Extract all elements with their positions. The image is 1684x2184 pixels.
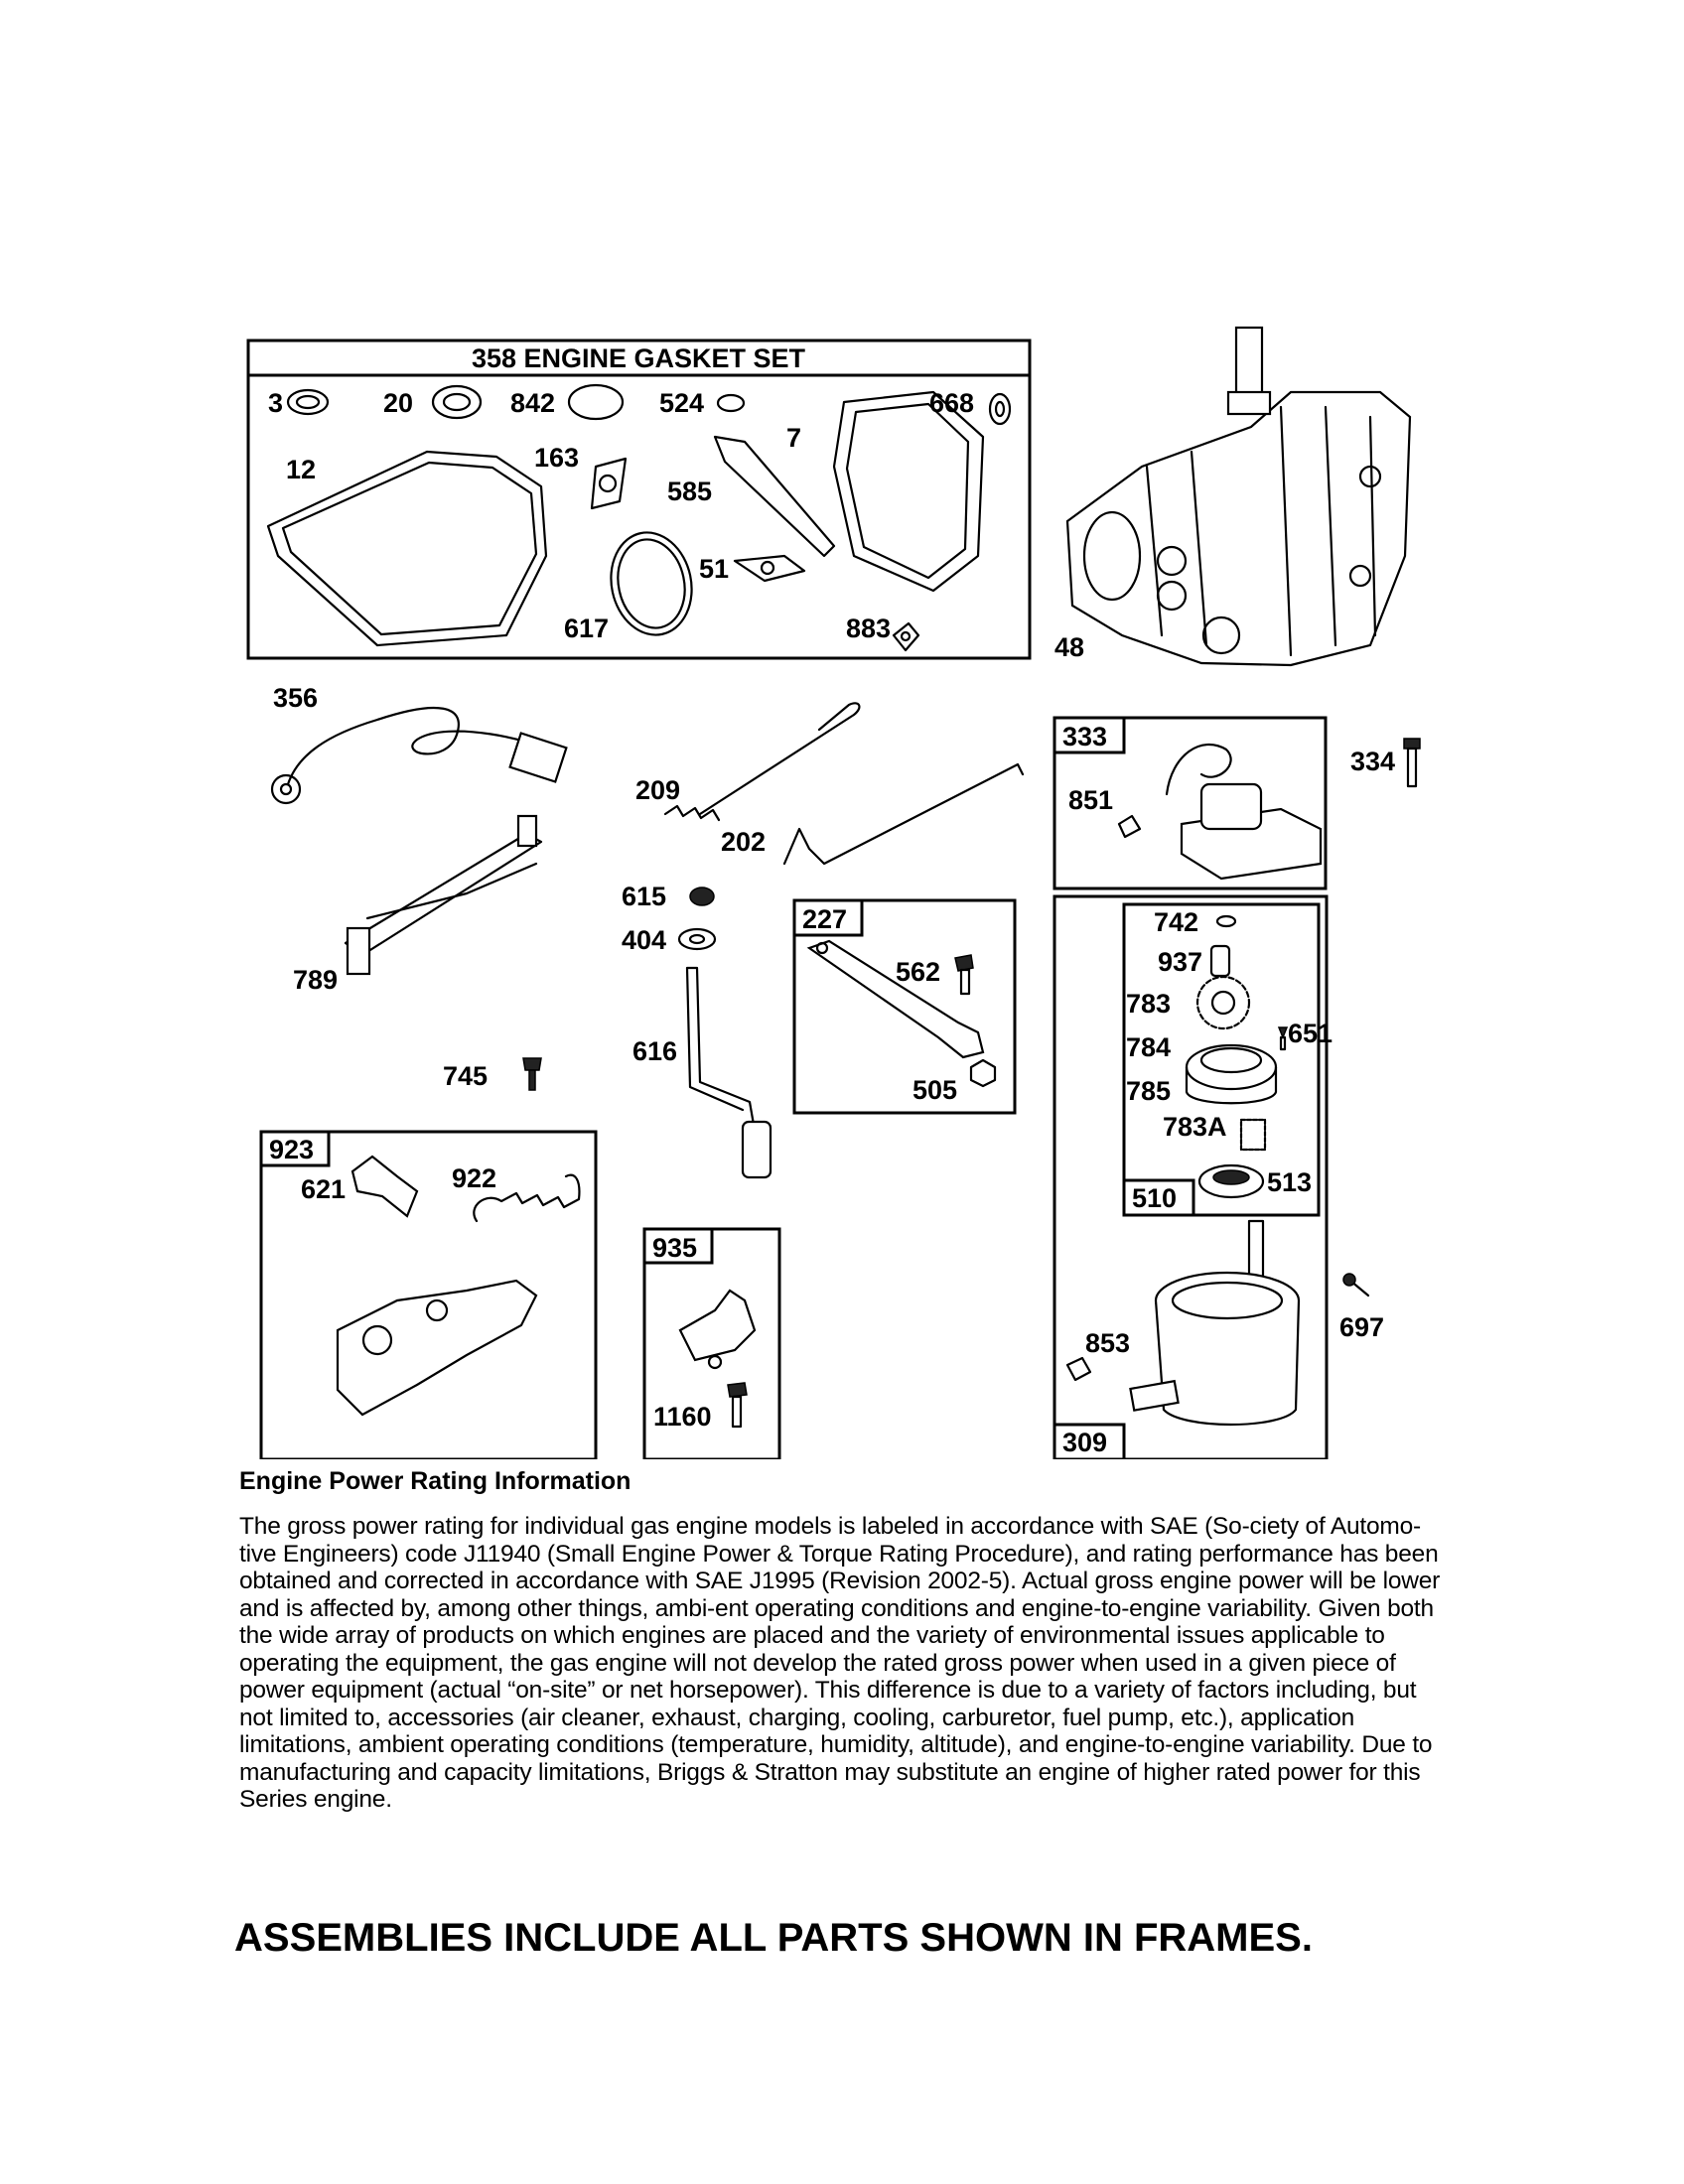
label-163: 163 xyxy=(534,443,579,473)
label-621: 621 xyxy=(301,1174,346,1204)
frame-935-bracket: 935 1160 xyxy=(642,1227,781,1459)
label-783: 783 xyxy=(1126,989,1171,1019)
screw-697: 697 xyxy=(1339,1273,1384,1342)
label-524: 524 xyxy=(659,388,704,418)
label-616: 616 xyxy=(632,1036,677,1066)
engine-gasket-set-frame: 358 ENGINE GASKET SET xyxy=(246,339,1032,660)
label-853: 853 xyxy=(1085,1328,1130,1358)
label-745: 745 xyxy=(443,1061,488,1091)
wire-harness-parts: 356 789 xyxy=(270,683,568,995)
label-513: 513 xyxy=(1267,1167,1312,1197)
label-1160: 1160 xyxy=(653,1402,712,1432)
label-668: 668 xyxy=(929,388,974,418)
label-615: 615 xyxy=(622,882,666,911)
gasket-set-title: 358 ENGINE GASKET SET xyxy=(472,343,806,373)
label-697: 697 xyxy=(1339,1312,1384,1342)
label-562: 562 xyxy=(896,957,940,987)
label-585: 585 xyxy=(667,477,712,506)
label-334: 334 xyxy=(1350,747,1395,776)
label-851: 851 xyxy=(1068,785,1113,815)
frame-label-923: 923 xyxy=(269,1135,314,1164)
label-784: 784 xyxy=(1126,1032,1171,1062)
label-505: 505 xyxy=(912,1075,957,1105)
label-48: 48 xyxy=(1054,632,1084,662)
label-3: 3 xyxy=(268,388,283,418)
parts-diagram: 358 ENGINE GASKET SET 3 20 842 524 7 xyxy=(246,326,1421,1459)
frame-309-starter-motor: 309 510 742 937 783 651 784 785 783A 513 xyxy=(1052,894,1333,1459)
label-883: 883 xyxy=(846,614,891,643)
label-842: 842 xyxy=(510,388,555,418)
frame-label-333: 333 xyxy=(1062,722,1107,751)
bolt-745: 745 xyxy=(443,1057,542,1091)
frame-label-510: 510 xyxy=(1132,1183,1177,1213)
label-202: 202 xyxy=(721,827,766,857)
label-404: 404 xyxy=(622,925,666,955)
frame-333-ignition-armature: 333 851 xyxy=(1052,716,1328,890)
governor-link-parts: 209 202 xyxy=(635,702,1025,866)
label-783a: 783A xyxy=(1163,1112,1227,1142)
frame-923-control-bracket: 923 621 922 xyxy=(259,1130,598,1459)
label-922: 922 xyxy=(452,1163,496,1193)
assemblies-note: ASSEMBLIES INCLUDE ALL PARTS SHOWN IN FR… xyxy=(234,1916,1313,1960)
label-20: 20 xyxy=(383,388,413,418)
label-209: 209 xyxy=(635,775,680,805)
engine-block-illustration: 48 xyxy=(1054,326,1412,667)
label-742: 742 xyxy=(1154,907,1198,937)
label-51: 51 xyxy=(699,554,729,584)
label-789: 789 xyxy=(293,965,338,995)
info-heading: Engine Power Rating Information xyxy=(239,1467,632,1495)
label-785: 785 xyxy=(1126,1076,1171,1106)
label-937: 937 xyxy=(1158,947,1202,977)
info-paragraph: The gross power rating for individual ga… xyxy=(239,1513,1441,1813)
bolt-334: 334 xyxy=(1350,738,1421,788)
label-651: 651 xyxy=(1288,1019,1333,1048)
frame-label-935: 935 xyxy=(652,1233,697,1263)
label-356: 356 xyxy=(273,683,318,713)
governor-shaft-parts: 615 404 616 xyxy=(622,882,772,1179)
frame-label-227: 227 xyxy=(802,904,847,934)
frame-227-governor-lever: 227 562 505 xyxy=(792,898,1017,1115)
label-7: 7 xyxy=(786,423,801,453)
gasket-parts: 3 20 842 524 7 668 12 163 585 51 617 883 xyxy=(266,383,1012,652)
frame-label-309: 309 xyxy=(1062,1428,1107,1457)
label-12: 12 xyxy=(286,455,316,484)
label-617: 617 xyxy=(564,614,609,643)
